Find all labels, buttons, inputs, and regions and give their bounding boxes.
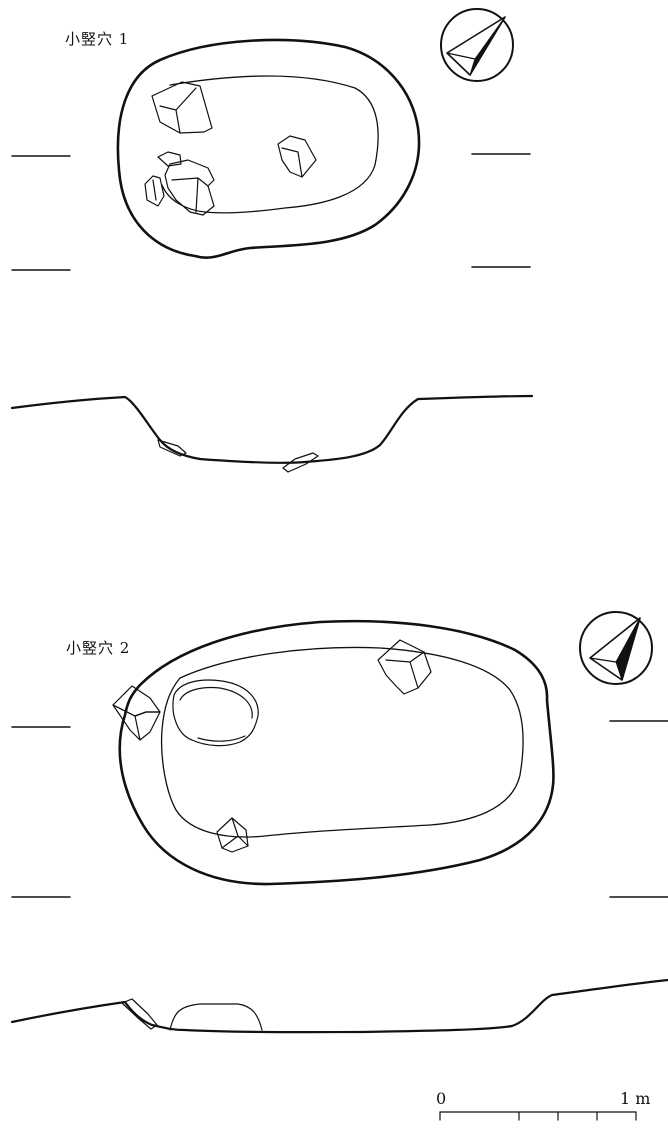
stone-facet — [134, 715, 141, 741]
pit2-section-profile — [10, 978, 668, 1034]
stone — [277, 135, 317, 178]
stone-facet — [159, 87, 197, 134]
stone — [144, 175, 165, 207]
stone-rim — [197, 735, 246, 742]
stone-in-section — [157, 439, 187, 457]
stone — [157, 151, 182, 167]
pit2-title: 小竪穴 2 — [66, 639, 131, 657]
pit1-title: 小竪穴 1 — [65, 30, 130, 48]
pit2-outer-edge — [118, 619, 555, 886]
pit1-section — [10, 394, 534, 473]
pit2-inner-edge — [160, 646, 524, 838]
stone — [112, 704, 161, 741]
stone-in-section — [169, 1003, 263, 1031]
stone-in-section — [121, 998, 158, 1030]
stone-in-section — [282, 452, 319, 473]
stone-facet — [385, 651, 425, 689]
pit1-stones — [144, 81, 317, 216]
stone — [151, 81, 213, 134]
pit2-plan — [11, 619, 668, 898]
pit2-stones — [112, 639, 432, 853]
scale-end-label: 1 m — [620, 1089, 651, 1108]
pit1-section-profile — [10, 394, 534, 464]
north-arrow-icon — [440, 8, 514, 82]
scale-start-label: 0 — [436, 1089, 447, 1108]
stone-facet — [171, 177, 209, 213]
stone — [172, 679, 259, 747]
north-arrow-icon — [579, 611, 653, 685]
stone-facet — [221, 817, 249, 849]
pit1-outer-edge — [116, 38, 421, 259]
pit1-inner-edge — [161, 75, 379, 214]
stone-facet — [152, 179, 157, 201]
stone-rim — [179, 686, 253, 719]
stone — [164, 159, 215, 216]
stone-facet — [281, 147, 303, 178]
pit1-plan — [11, 38, 531, 271]
pit2-section — [10, 978, 668, 1034]
scale-bar — [439, 1111, 637, 1121]
